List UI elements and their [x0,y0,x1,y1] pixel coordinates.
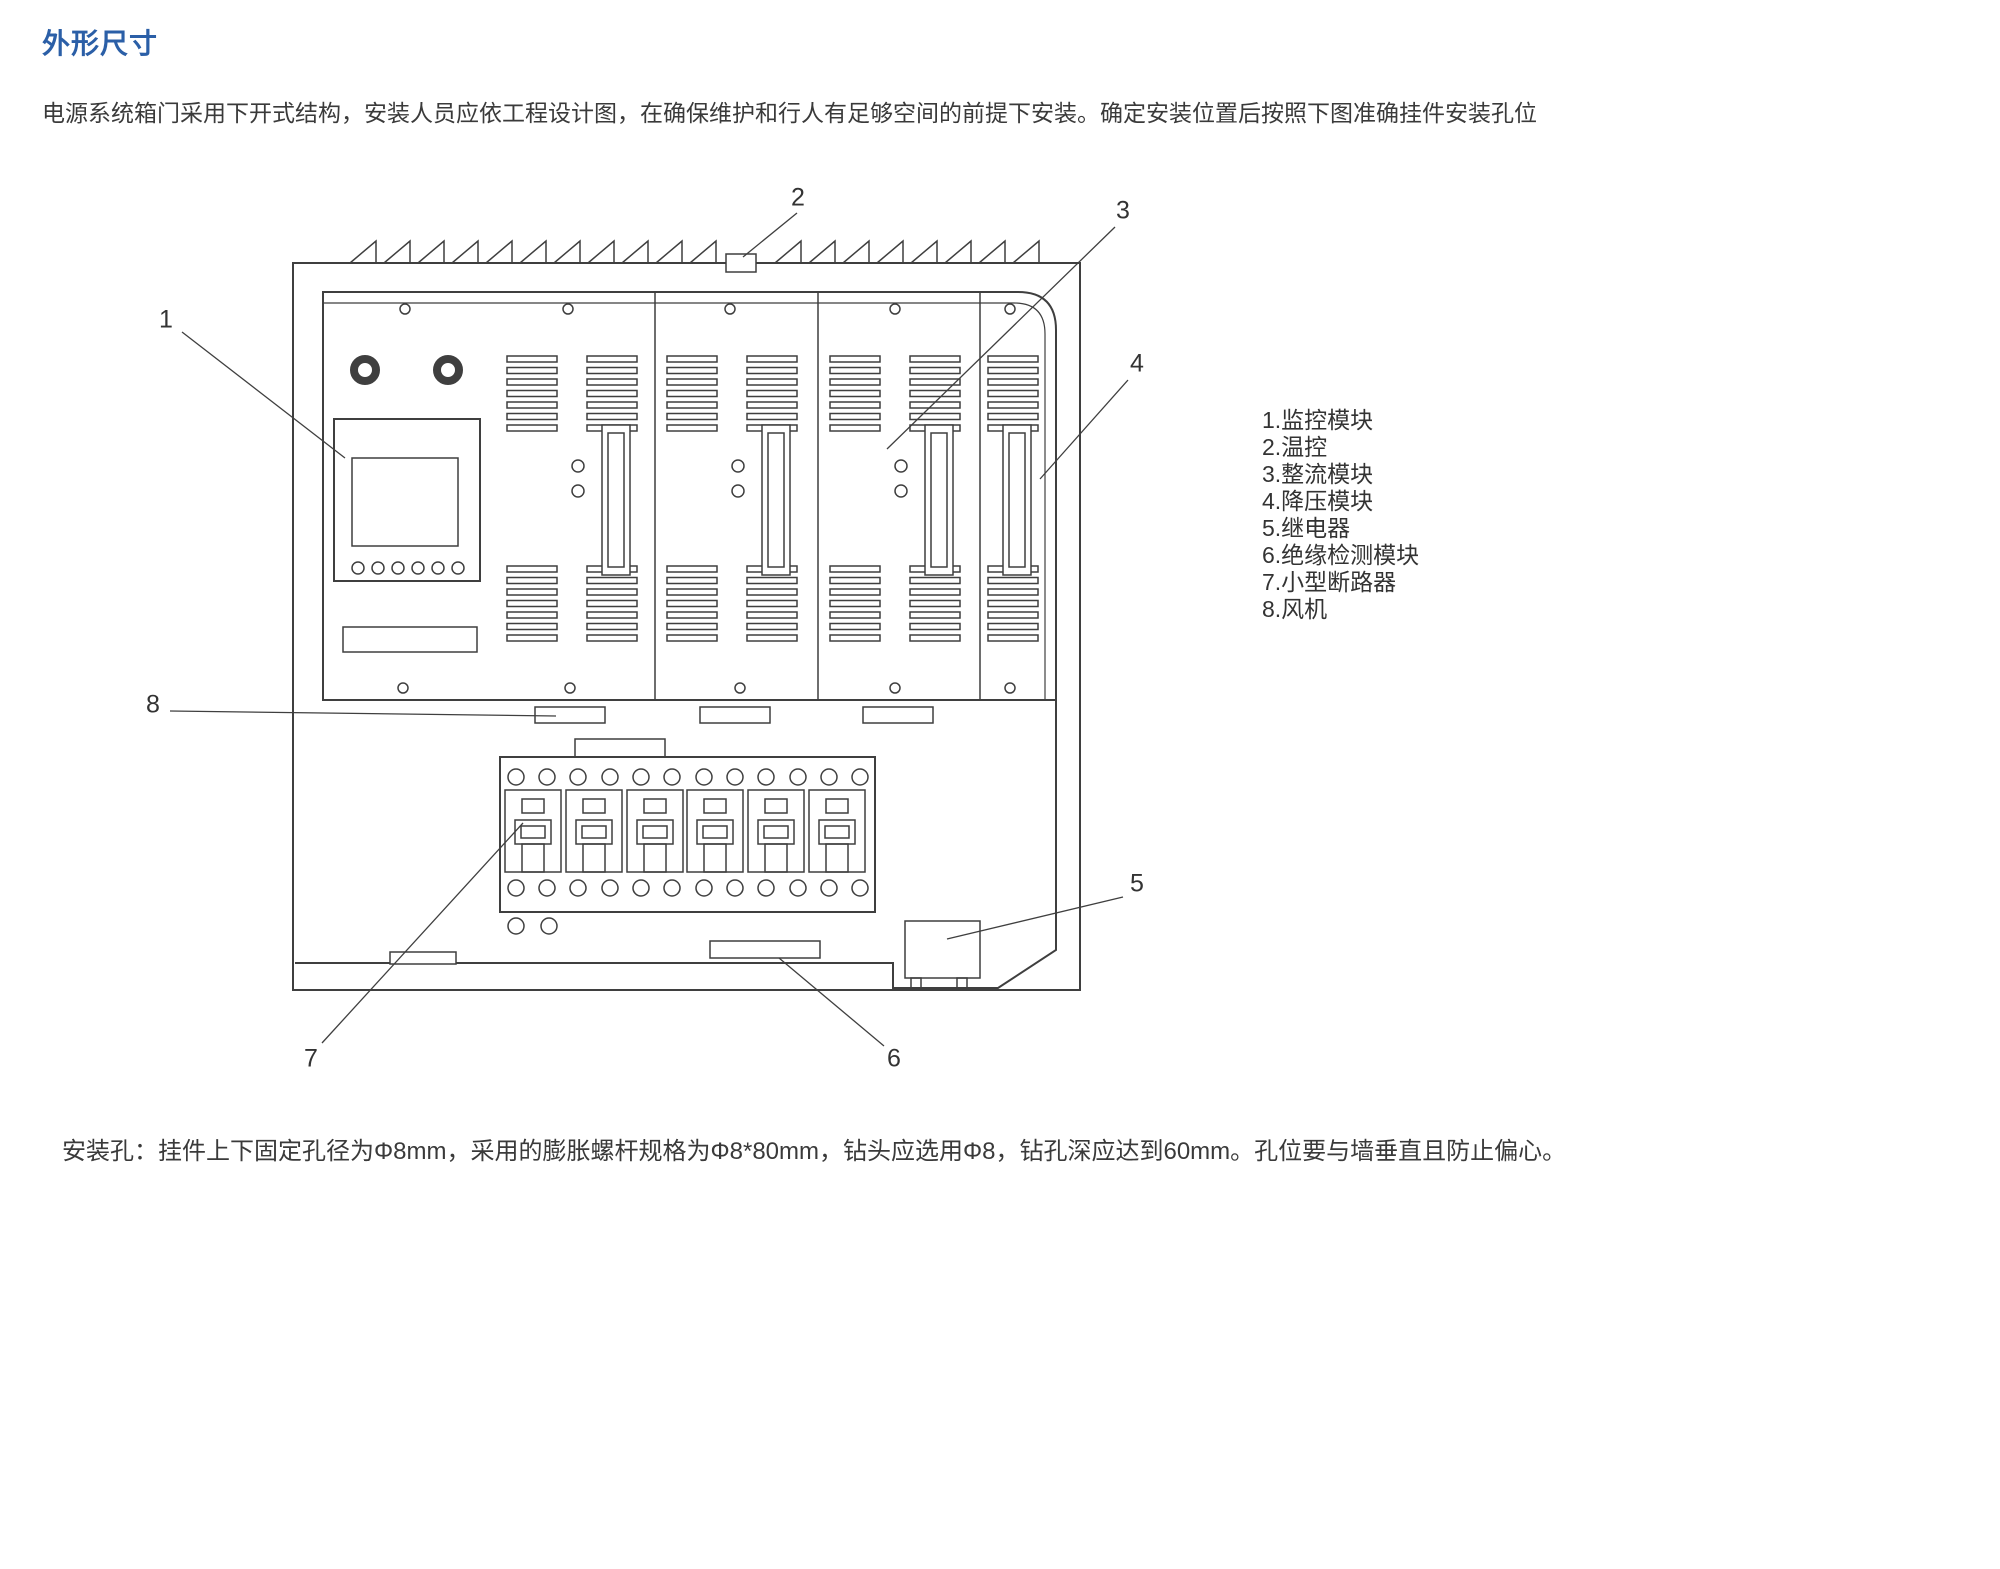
breaker-units [504,789,866,873]
installation-note: 安装孔：挂件上下固定孔径为Φ8mm，采用的膨胀螺杆规格为Φ8*80mm，钻头应选… [62,1138,1567,1165]
cabinet-outline [292,240,1081,991]
breaker-assembly [499,738,876,935]
terminals-bottom [507,879,869,897]
button-row [351,561,465,575]
bottom-components [295,700,1057,989]
callout-label-7: 7 [304,1044,318,1073]
callout-label-1: 1 [159,305,173,334]
power-modules [506,355,1039,642]
module-panel [322,291,1057,701]
module-handle [601,424,631,576]
insulation-monitor [709,940,821,959]
heat-sink-fins [349,240,1040,264]
knob-right [433,355,463,385]
parts-legend: 1.监控模块 2.温控 3.整流模块 4.降压模块 5.继电器 6.绝缘检测模块… [1262,407,1419,623]
module-handle [1002,424,1032,576]
intro-text: 电源系统箱门采用下开式结构，安装人员应依工程设计图，在确保维护和行人有足够空间的… [42,100,1537,126]
module-handle [761,424,791,576]
display-frame [333,418,481,582]
legend-item: 5.继电器 [1262,515,1351,541]
legend-item: 4.降压模块 [1262,488,1374,514]
legend-item: 2.温控 [1262,434,1328,460]
cable-gland [389,951,457,965]
legend-item: 6.绝缘检测模块 [1262,542,1420,568]
callout-label-8: 8 [146,690,160,719]
terminals-top [507,768,869,786]
legend-item: 7.小型断路器 [1262,569,1397,595]
callout-label-2: 2 [791,183,805,212]
relay [904,920,981,989]
legend-item: 3.整流模块 [1262,461,1374,487]
callout-label-4: 4 [1130,349,1144,378]
legend-item: 8.风机 [1262,596,1328,622]
label-plate [342,626,478,653]
display-screen [351,457,459,547]
legend-item: 1.监控模块 [1262,407,1374,433]
callout-label-5: 5 [1130,869,1144,898]
module-handle [924,424,954,576]
callout-lines [169,212,1129,1047]
knob-left [350,355,380,385]
monitor-module [333,355,481,653]
callout-label-3: 3 [1116,196,1130,225]
thermostat [725,253,757,273]
callout-label-6: 6 [887,1044,901,1073]
page-title: 外形尺寸 [42,28,159,59]
fan-vents [534,706,934,724]
